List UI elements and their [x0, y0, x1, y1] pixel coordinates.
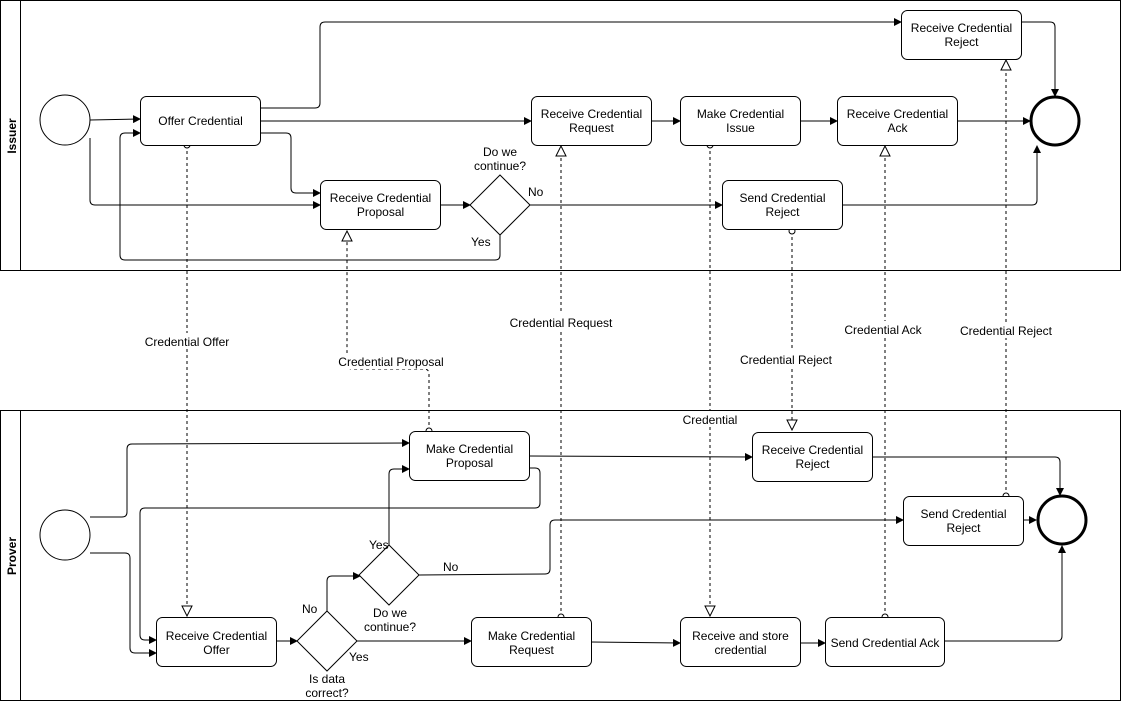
message-label-credential: Credential [683, 413, 738, 427]
task-label-line2: Request [509, 643, 554, 657]
task-label-line1: Receive and store [692, 629, 789, 643]
prover-lane-label: Prover [5, 537, 19, 575]
task-label-line2: Request [569, 121, 614, 135]
message-label-credential-reject-issuer: Credential Reject [740, 353, 833, 367]
gateway-no-label: No [302, 602, 318, 616]
task-label-line2: Ack [887, 121, 908, 135]
task-label-line2: Reject [944, 35, 979, 49]
message-flows [187, 60, 1006, 617]
issuer-start-event[interactable] [39, 94, 91, 146]
task-receive-credential-reject-issuer[interactable]: Receive Credential Reject [901, 10, 1022, 60]
gateway-no-label: No [528, 185, 544, 199]
message-label-credential-request: Credential Request [510, 316, 613, 330]
task-label-line2: Issue [726, 121, 755, 135]
gateway-label-line1: Is data [309, 672, 345, 686]
task-label-line1: Make Credential [426, 442, 513, 456]
task-label-line1: Make Credential [697, 107, 784, 121]
issuer-lane-label: Issuer [5, 118, 19, 154]
gateway-is-data-correct[interactable] [296, 610, 358, 672]
task-receive-and-store-credential[interactable]: Receive and store credential [680, 617, 801, 667]
task-send-credential-reject-issuer[interactable]: Send Credential Reject [722, 180, 843, 230]
message-label-credential-proposal: Credential Proposal [338, 355, 443, 369]
task-label-line2: Offer [203, 643, 229, 657]
task-label-line2: Proposal [446, 456, 493, 470]
task-label-line1: Receive Credential [166, 629, 267, 643]
prover-end-event[interactable] [1036, 494, 1088, 546]
message-label-credential-offer: Credential Offer [145, 335, 230, 349]
task-label-line2: Proposal [357, 205, 404, 219]
task-receive-credential-proposal[interactable]: Receive Credential Proposal [320, 180, 441, 230]
task-label-line1: Receive Credential [330, 191, 431, 205]
message-label-credential-reject-prover: Credential Reject [960, 324, 1053, 338]
gateway-label-line1: Do we [483, 145, 517, 159]
gateway-no-label: No [443, 560, 459, 574]
issuer-sequence-flows [89, 18, 1059, 261]
task-make-credential-proposal[interactable]: Make Credential Proposal [409, 431, 530, 481]
task-label-line1: Receive Credential [911, 21, 1012, 35]
task-label-line1: Receive Credential [541, 107, 642, 121]
task-receive-credential-request[interactable]: Receive Credential Request [531, 96, 652, 146]
message-labels: Credential Offer Credential Proposal Cre… [142, 314, 1054, 427]
task-make-credential-request[interactable]: Make Credential Request [471, 617, 592, 667]
task-send-credential-reject-prover[interactable]: Send Credential Reject [903, 496, 1024, 546]
task-label-line2: Reject [795, 457, 830, 471]
task-receive-credential-reject-prover[interactable]: Receive Credential Reject [752, 432, 873, 482]
gateway-do-we-continue-prover[interactable] [358, 544, 420, 606]
gateway-yes-label: Yes [369, 538, 389, 552]
task-label-line1: Send Credential [920, 507, 1006, 521]
gateway-label-line2: continue? [364, 620, 416, 634]
task-receive-credential-ack[interactable]: Receive Credential Ack [837, 96, 958, 146]
gateway-yes-label: Yes [349, 650, 369, 664]
task-label-line2: credential [714, 643, 766, 657]
task-send-credential-ack[interactable]: Send Credential Ack [825, 617, 945, 667]
task-label: Send Credential Ack [831, 636, 941, 650]
task-label-line2: Reject [946, 521, 981, 535]
task-make-credential-issue[interactable]: Make Credential Issue [680, 96, 801, 146]
issuer-end-event[interactable] [1029, 95, 1081, 147]
gateway-do-we-continue-issuer[interactable] [469, 174, 531, 236]
task-label-line2: Reject [765, 205, 800, 219]
gateway-yes-label: Yes [471, 235, 491, 249]
task-receive-credential-offer[interactable]: Receive Credential Offer [156, 617, 277, 667]
task-label: Offer Credential [158, 114, 243, 128]
task-label-line1: Receive Credential [762, 443, 863, 457]
task-label-line1: Receive Credential [847, 107, 948, 121]
message-label-credential-ack: Credential Ack [844, 323, 922, 337]
gateway-label-line2: correct? [305, 686, 349, 700]
task-label-line1: Send Credential [739, 191, 825, 205]
gateway-label-line2: continue? [474, 159, 526, 173]
task-label-line1: Make Credential [488, 629, 575, 643]
gateway-label-line1: Do we [373, 606, 407, 620]
prover-start-event[interactable] [39, 509, 91, 561]
task-offer-credential[interactable]: Offer Credential [140, 96, 261, 146]
